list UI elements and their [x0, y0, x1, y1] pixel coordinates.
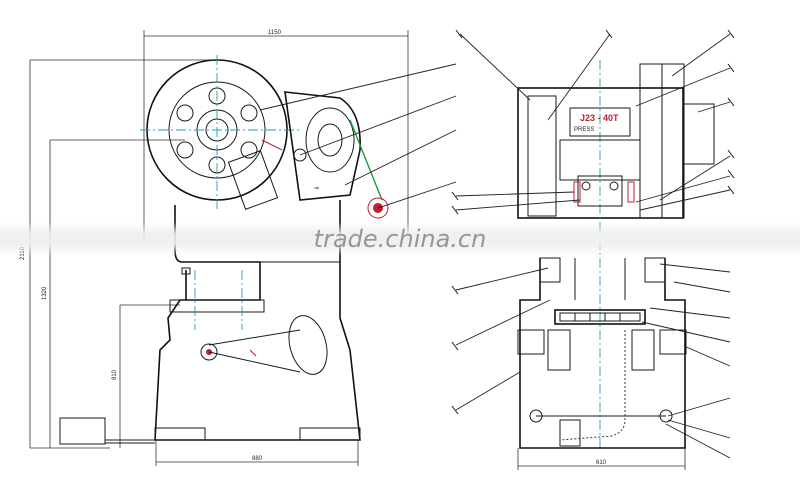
side-box-left: [517, 329, 545, 355]
leader-line: [455, 267, 549, 291]
leader-line: [639, 189, 731, 211]
dim-base-width-right: 610: [596, 460, 607, 466]
linkage-pivot: [200, 343, 218, 361]
callout-tick: [727, 169, 735, 179]
slide-ram: [577, 175, 623, 207]
leader-line: [665, 423, 731, 459]
linkage-rod: [208, 351, 301, 373]
leader-line: [659, 263, 731, 273]
callout-tick: [727, 29, 735, 39]
leader-line: [649, 307, 731, 319]
dim-left: 1320: [42, 286, 48, 300]
motor-body: [284, 91, 361, 201]
leader-line: [673, 281, 731, 293]
linkage-mark: [249, 349, 257, 357]
base-foot-left: [154, 427, 206, 441]
leader-line: [455, 199, 581, 211]
slide-housing: [559, 139, 641, 181]
base-foot-right: [299, 427, 361, 441]
foot-pedal: [59, 417, 106, 445]
motor-end-cap: [367, 197, 389, 219]
ram-marker-right: [627, 181, 635, 203]
crown-left-guide: [527, 95, 557, 217]
side-column: [519, 258, 686, 449]
callout-tick: [605, 29, 613, 39]
flywheel-hole: [176, 104, 194, 122]
callout-tick: [451, 191, 459, 201]
drive-belt: [349, 119, 383, 201]
leader-line: [377, 181, 457, 209]
flywheel-hole: [240, 141, 258, 159]
right-view: 610 J23 - 40T PRESS: [451, 29, 735, 470]
column-block-right: [644, 257, 666, 283]
leader-line: [547, 33, 611, 121]
motor-pulley: [305, 107, 355, 173]
clutch-box: [227, 150, 279, 210]
leader-line: [671, 33, 731, 77]
pedal-box: [559, 419, 581, 447]
leader-line: [697, 101, 731, 113]
leader-line: [259, 63, 457, 111]
leader-line: [641, 321, 731, 343]
callout-tick: [451, 405, 459, 415]
clutch-pin: [293, 148, 307, 162]
leader-line: [299, 95, 457, 156]
callout-tick: [727, 149, 735, 159]
crown-frame: [517, 87, 684, 219]
leader-line: [344, 129, 457, 186]
nameplate-model: J23 - 40T: [580, 113, 619, 123]
arrow-symbol: ⇒: [314, 186, 319, 192]
leader-line: [455, 191, 575, 197]
callout-tick: [727, 185, 735, 195]
left-view: 1150 2110 1320 810 880: [20, 30, 457, 466]
blur-band: [0, 222, 800, 256]
drive-chain: [559, 330, 626, 441]
flywheel-hole: [240, 104, 258, 122]
motor-pulley-inner: [317, 123, 343, 157]
leader-line: [455, 371, 521, 411]
lower-guide-left: [547, 329, 571, 371]
column-block-left: [539, 257, 561, 283]
leader-line: [635, 67, 731, 107]
linkage-lever: [288, 315, 328, 375]
dim-base-width: 880: [252, 456, 263, 462]
callout-tick: [727, 63, 735, 73]
callout-tick: [451, 341, 459, 351]
ram-marker-left: [573, 181, 581, 203]
leader-line: [459, 33, 531, 101]
bolster-slots: [559, 312, 641, 322]
leader-line: [667, 419, 731, 439]
work-table: [169, 299, 265, 313]
tool-handle-knob: [181, 267, 191, 275]
bolster-plate: [554, 309, 646, 325]
flywheel-hole: [176, 141, 194, 159]
dim-overall-width: 1150: [268, 30, 282, 36]
callout-tick: [451, 205, 459, 215]
ram-bolt: [581, 181, 591, 191]
clutch-mark: [261, 139, 283, 151]
nameplate-brand: PRESS: [574, 127, 594, 133]
leader-line: [667, 397, 731, 417]
nameplate: [569, 107, 631, 137]
linkage-rod-2: [208, 329, 301, 346]
leader-line: [659, 155, 731, 201]
dim-table-height: 810: [112, 369, 118, 380]
motor-side: [683, 103, 715, 165]
lower-guide-right: [631, 329, 655, 371]
side-box-right: [659, 329, 687, 355]
callout-tick: [455, 29, 463, 39]
leader-line: [683, 345, 731, 367]
watermark: trade.china.cn: [313, 225, 487, 253]
callout-tick: [451, 285, 459, 295]
callout-tick: [727, 97, 735, 107]
leader-line: [455, 299, 551, 346]
ram-bolt: [609, 181, 619, 191]
leader-line: [635, 175, 731, 203]
